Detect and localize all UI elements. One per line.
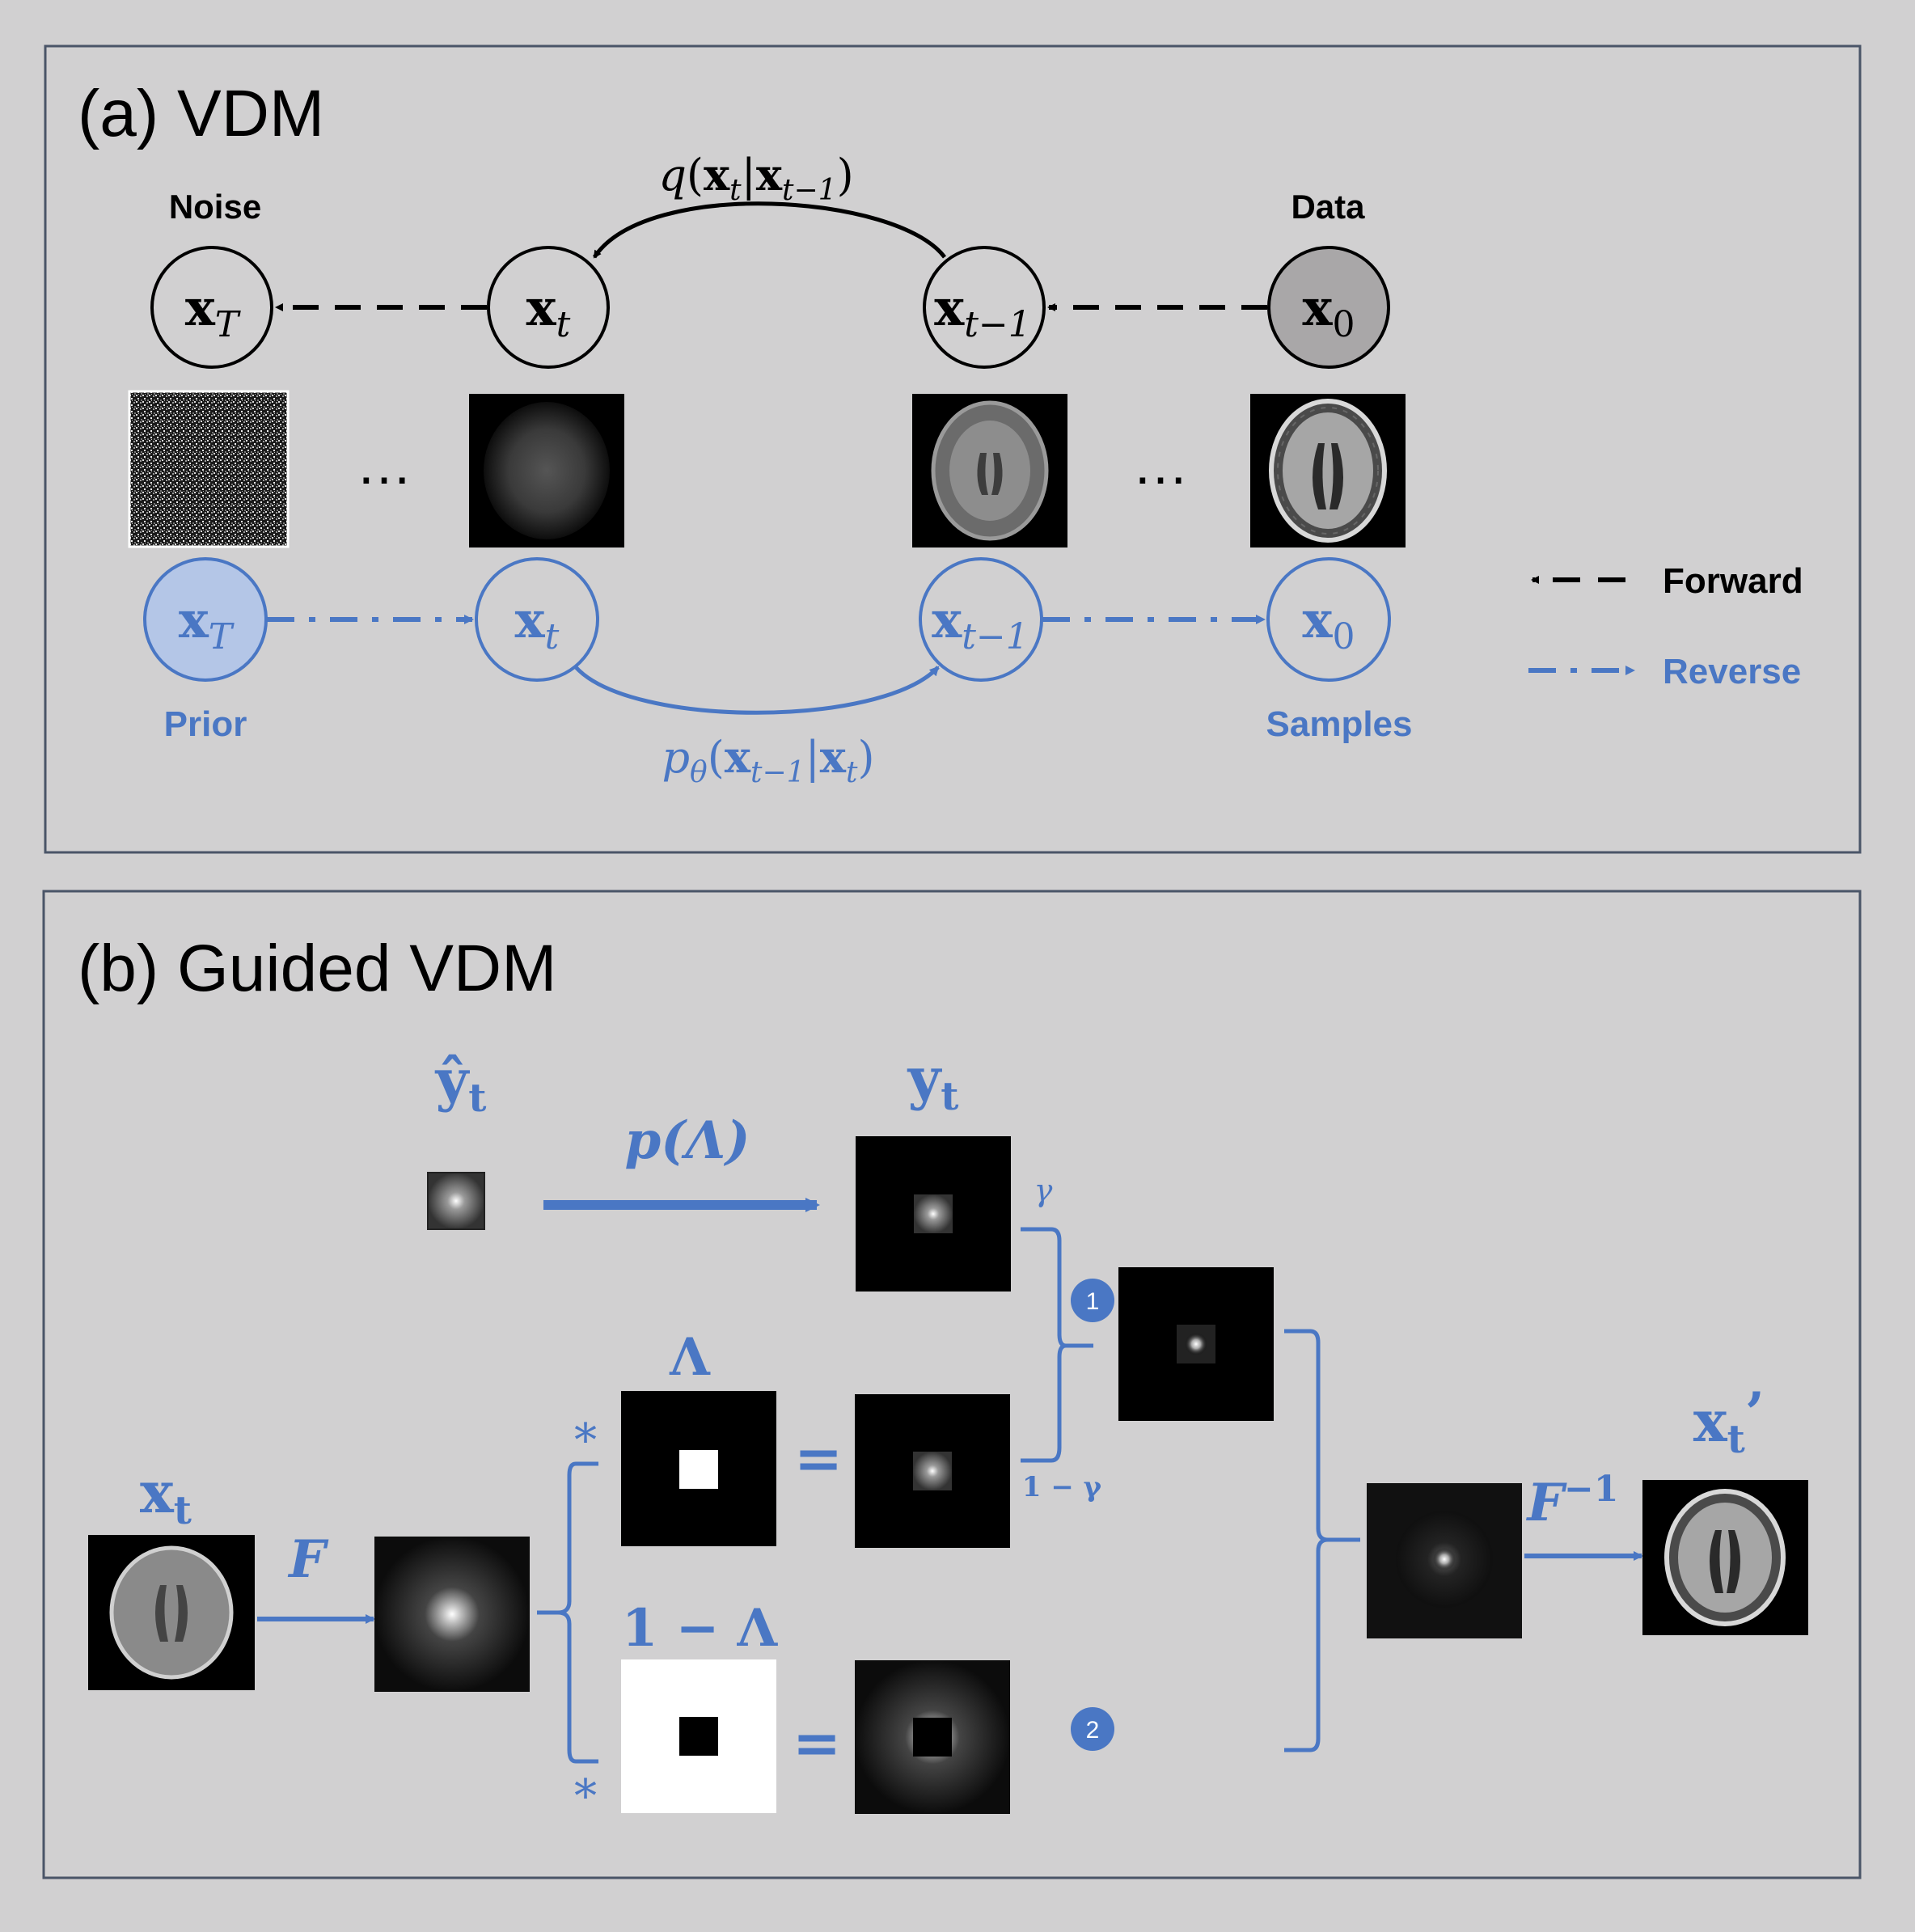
combine-bracket-1 [1021,1227,1093,1463]
legend-forward: Forward [1531,561,1803,601]
one-minus-lambda-mask-image [621,1659,776,1813]
svg-text:Reverse: Reverse [1663,652,1801,691]
svg-text:xT: xT [185,278,242,345]
star-top: * [574,1414,597,1467]
gamma-label: γ [1034,1173,1053,1208]
noise-image [128,390,290,548]
reverse-transition-label: pθ(xt−1|xt) [662,731,874,789]
ellipsis-right: … [1132,433,1189,496]
svg-text:x0: x0 [1303,278,1355,345]
svg-text:xt−1: xt−1 [934,278,1031,345]
ellipsis-left: … [356,433,412,496]
svg-text:Forward: Forward [1663,561,1803,601]
star-bottom: * [574,1770,597,1823]
reverse-curve-arrow [574,666,940,715]
svg-text:xT: xT [179,590,235,657]
lambda-mask-image [621,1391,776,1546]
prior-label: Prior [164,704,247,744]
badge-1: 1 [1071,1279,1114,1322]
panel-b-title: (b) Guided VDM [78,932,556,1005]
node-xt-forward: xt [487,246,610,369]
svg-text:1: 1 [1086,1288,1100,1315]
blurry-brain-image [469,394,624,547]
equals-top: = [794,1423,843,1492]
noise-label: Noise [169,188,261,226]
fourier-label: F [287,1529,329,1590]
forward-transition-label: q(xt|xt−1) [658,149,853,207]
xt-input-label: xt [140,1459,192,1533]
yhat-image [427,1172,485,1230]
one-minus-gamma-label: 1 − γ [1022,1471,1102,1503]
partial-brain-image [912,394,1067,547]
legend-reverse: Reverse [1528,652,1801,691]
node-x0-forward: x0 [1267,246,1390,369]
highpass-kspace-image [855,1660,1010,1814]
yt-image [856,1136,1011,1292]
panel-a-border [44,44,1862,854]
data-label: Data [1291,188,1365,226]
panel-a-title: (a) VDM [78,77,324,150]
samples-label: Samples [1266,704,1413,744]
combine-bracket-2 [1284,1329,1360,1752]
kspace-image [374,1537,530,1692]
p-lambda-label: p(Λ) [625,1110,750,1171]
one-minus-lambda-label: 1 − Λ [622,1598,779,1659]
yt-label: yt [907,1045,959,1119]
panel-b-border [42,890,1862,1879]
final-kspace-image [1367,1483,1522,1638]
svg-text:2: 2 [1086,1717,1100,1744]
svg-text:xt: xt [526,278,571,345]
split-bracket [537,1461,598,1764]
forward-curve-arrow [592,201,947,259]
node-xT-prior: xT [143,557,268,682]
node-xT-forward: xT [150,246,273,369]
node-xt1-reverse: xt−1 [919,557,1043,682]
node-xt-reverse: xt [475,557,599,682]
badge-2: 2 [1071,1707,1114,1751]
masked-kspace-image [855,1394,1010,1548]
node-xt1-forward: xt−1 [923,246,1046,369]
xt-input-image [88,1535,255,1690]
clean-brain-image [1250,394,1406,547]
combined-kspace-image [1118,1267,1274,1421]
lambda-label: Λ [669,1327,711,1388]
equals-bottom: = [793,1708,841,1777]
inverse-fourier-label: F−1 [1526,1469,1619,1533]
xt-output-image [1642,1480,1808,1635]
svg-text:xt: xt [515,590,560,657]
svg-text:xt−1: xt−1 [932,590,1029,657]
node-x0-samples: x0 [1266,557,1391,682]
xt-output-label: xt’ [1693,1380,1765,1462]
svg-text:x0: x0 [1303,590,1355,657]
yhat-label: ŷt [435,1046,487,1121]
